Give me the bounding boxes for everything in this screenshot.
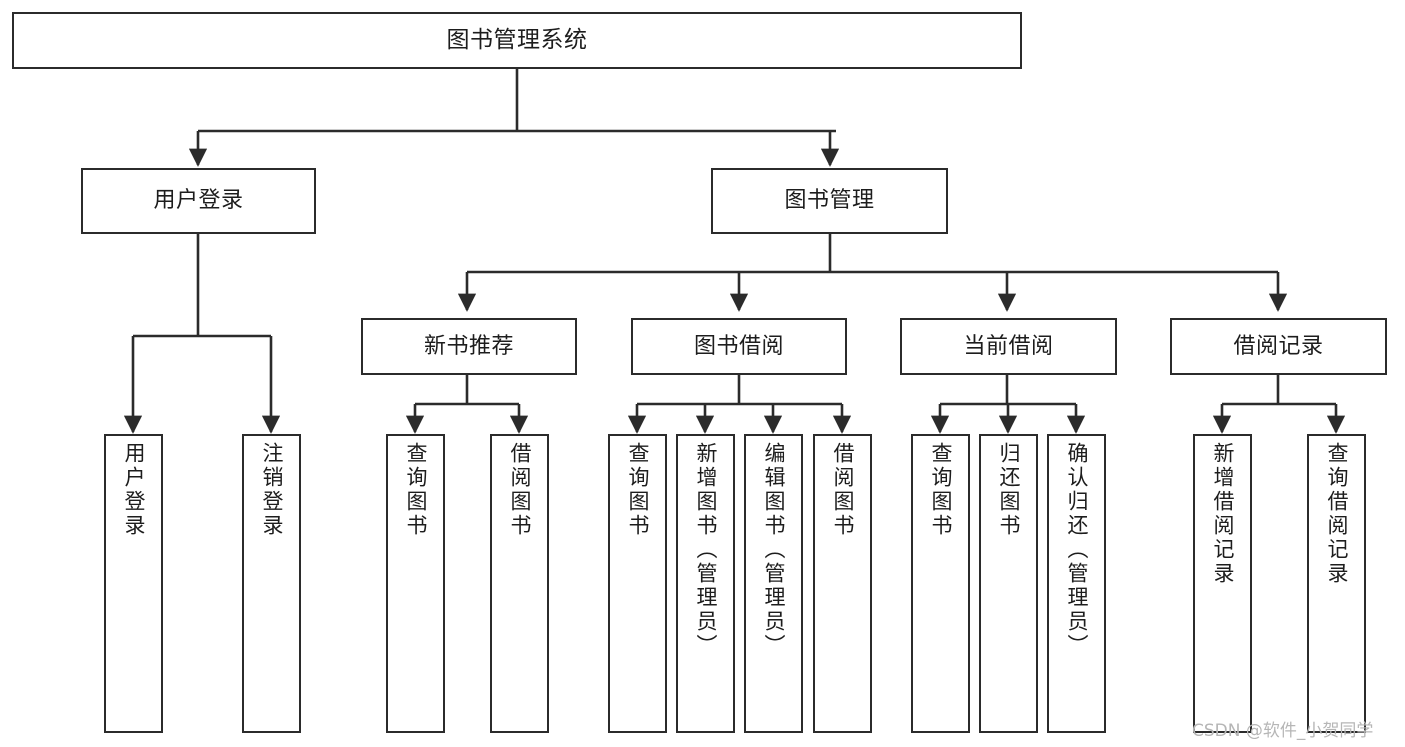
node-leaf-user-logout[interactable]: 注销登录	[242, 434, 301, 733]
node-leaf-user-login-label: 用户登录	[122, 442, 147, 538]
node-book-borrow-label: 图书借阅	[693, 333, 784, 359]
node-book-management-label: 图书管理	[784, 188, 875, 214]
node-leaf-query-book-2[interactable]: 查询图书	[608, 434, 667, 733]
node-leaf-add-book-label: 新增图书（管理员）	[694, 442, 719, 658]
node-borrow-record-label: 借阅记录	[1233, 333, 1324, 359]
node-leaf-return-book[interactable]: 归还图书	[979, 434, 1038, 733]
node-leaf-borrow-book-2-label: 借阅图书	[831, 442, 856, 538]
node-leaf-confirm-return[interactable]: 确认归还（管理员）	[1047, 434, 1106, 733]
node-user-login[interactable]: 用户登录	[81, 168, 316, 234]
node-new-book-recommend-label: 新书推荐	[423, 333, 514, 359]
node-root-book-management-system[interactable]: 图书管理系统	[12, 12, 1022, 69]
node-leaf-borrow-book-2[interactable]: 借阅图书	[813, 434, 872, 733]
node-new-book-recommend[interactable]: 新书推荐	[361, 318, 577, 375]
node-leaf-add-book[interactable]: 新增图书（管理员）	[676, 434, 735, 733]
node-leaf-query-book-3[interactable]: 查询图书	[911, 434, 970, 733]
node-leaf-edit-book[interactable]: 编辑图书（管理员）	[744, 434, 803, 733]
node-current-borrow[interactable]: 当前借阅	[900, 318, 1117, 375]
node-leaf-user-logout-label: 注销登录	[260, 442, 285, 538]
node-leaf-user-login[interactable]: 用户登录	[104, 434, 163, 733]
node-leaf-confirm-return-label: 确认归还（管理员）	[1065, 442, 1090, 658]
node-user-login-label: 用户登录	[153, 188, 244, 214]
node-leaf-return-book-label: 归还图书	[997, 442, 1022, 538]
node-book-management[interactable]: 图书管理	[711, 168, 948, 234]
node-leaf-query-record-label: 查询借阅记录	[1325, 442, 1350, 586]
csdn-watermark: CSDN @软件_小贺同学	[1192, 721, 1374, 741]
node-leaf-query-book-1[interactable]: 查询图书	[386, 434, 445, 733]
node-leaf-query-book-3-label: 查询图书	[929, 442, 954, 538]
node-leaf-borrow-book-1-label: 借阅图书	[508, 442, 533, 538]
node-borrow-record[interactable]: 借阅记录	[1170, 318, 1387, 375]
node-book-borrow[interactable]: 图书借阅	[631, 318, 847, 375]
node-leaf-edit-book-label: 编辑图书（管理员）	[762, 442, 787, 658]
node-leaf-add-record[interactable]: 新增借阅记录	[1193, 434, 1252, 733]
node-leaf-query-book-1-label: 查询图书	[404, 442, 429, 538]
node-leaf-borrow-book-1[interactable]: 借阅图书	[490, 434, 549, 733]
node-leaf-query-book-2-label: 查询图书	[626, 442, 651, 538]
node-root-label: 图书管理系统	[446, 27, 588, 54]
node-current-borrow-label: 当前借阅	[963, 333, 1054, 359]
node-leaf-query-record[interactable]: 查询借阅记录	[1307, 434, 1366, 733]
node-leaf-add-record-label: 新增借阅记录	[1211, 442, 1236, 586]
